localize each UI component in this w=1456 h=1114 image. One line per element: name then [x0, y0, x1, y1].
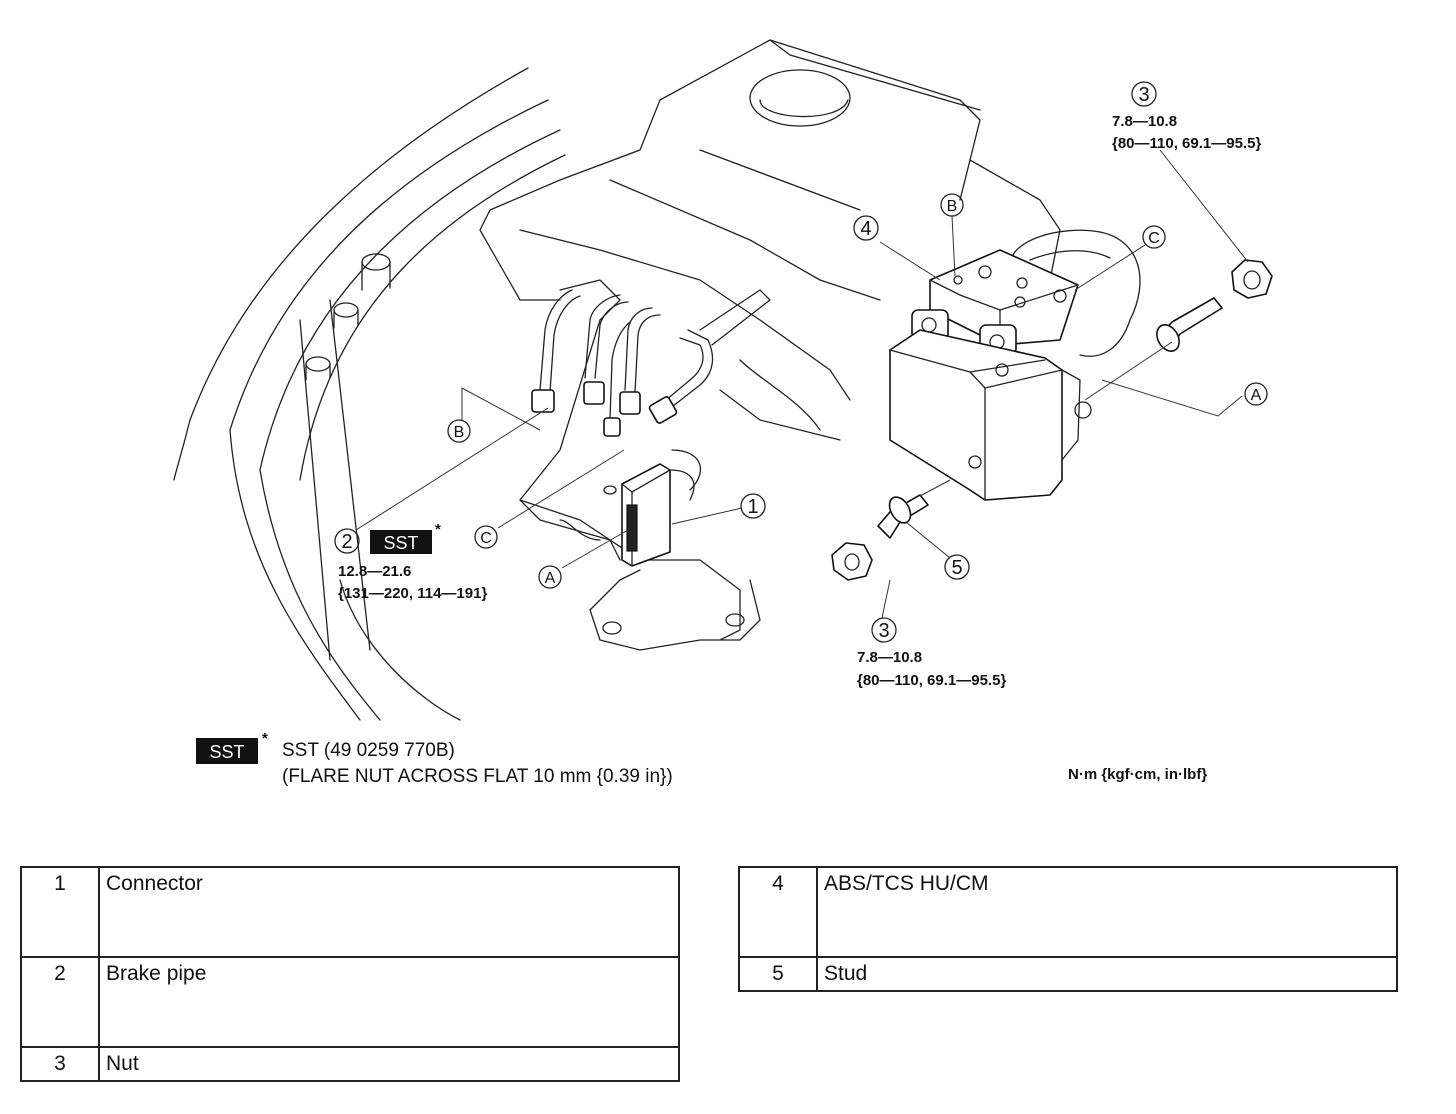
callout-3-bottom: 3: [871, 617, 897, 643]
svg-text:C: C: [480, 530, 492, 547]
svg-text:4: 4: [860, 218, 871, 240]
callout-4: 4: [853, 215, 879, 241]
svg-text:1: 1: [747, 496, 758, 518]
callout-a-left: A: [538, 565, 562, 589]
svg-text:7.8—10.8: 7.8—10.8: [1112, 113, 1177, 130]
part-name: ABS/TCS HU/CM: [816, 866, 1398, 958]
svg-text:*: *: [262, 730, 268, 747]
svg-text:SST: SST: [383, 533, 418, 553]
svg-text:3: 3: [1138, 84, 1149, 106]
part-name: Brake pipe: [98, 956, 680, 1048]
svg-text:{80—110, 69.1—95.5}: {80—110, 69.1—95.5}: [1112, 135, 1261, 152]
torque-units-label: N·m {kgf·cm, in·lbf}: [1068, 766, 1207, 783]
svg-text:5: 5: [951, 557, 962, 579]
part-number: 1: [20, 866, 100, 958]
svg-text:7.8—10.8: 7.8—10.8: [857, 649, 922, 666]
svg-text:SST (49 0259 770B): SST (49 0259 770B): [282, 740, 455, 761]
callout-b-right: B: [940, 193, 964, 217]
part-name: Connector: [98, 866, 680, 958]
part-number: 2: [20, 956, 100, 1048]
callout-5: 5: [944, 554, 970, 580]
svg-text:2: 2: [341, 531, 352, 553]
svg-text:A: A: [545, 570, 556, 587]
engine-bay-outline: [173, 39, 1061, 721]
svg-text:*: *: [435, 521, 441, 538]
svg-text:B: B: [947, 198, 958, 215]
sst-badge-pipe: SST *: [370, 521, 441, 554]
torque-label-nut-top: 7.8—10.8 {80—110, 69.1—95.5}: [1112, 113, 1261, 152]
parts-legend-left: 1 Connector 2 Brake pipe 3 Nut: [20, 866, 680, 1082]
callout-a-right: A: [1244, 382, 1268, 406]
svg-text:A: A: [1251, 387, 1262, 404]
svg-text:C: C: [1148, 230, 1160, 247]
torque-label-nut-bottom: 7.8—10.8 {80—110, 69.1—95.5}: [857, 649, 1006, 689]
part-name: Stud: [816, 956, 1398, 992]
table-row: 3 Nut: [20, 1046, 680, 1082]
callout-c-left: C: [474, 525, 498, 549]
hu-bracket-assembly: [519, 279, 761, 651]
leader-lines: [355, 149, 1249, 619]
torque-label-brake-pipe: 12.8—21.6 {131—220, 114—191}: [338, 563, 487, 602]
table-row: 4 ABS/TCS HU/CM: [738, 866, 1398, 958]
callout-3-top: 3: [1131, 81, 1157, 107]
svg-text:12.8—21.6: 12.8—21.6: [338, 563, 411, 580]
svg-text:B: B: [454, 424, 465, 441]
part-number: 4: [738, 866, 818, 958]
abs-hu-cm-unit: [889, 229, 1141, 501]
svg-text:{131—220, 114—191}: {131—220, 114—191}: [338, 585, 487, 602]
part-number: 5: [738, 956, 818, 992]
callout-c-right: C: [1142, 225, 1166, 249]
table-row: 5 Stud: [738, 956, 1398, 992]
svg-text:3: 3: [878, 620, 889, 642]
callout-b-left: B: [447, 419, 471, 443]
svg-text:{80—110, 69.1—95.5}: {80—110, 69.1—95.5}: [857, 672, 1006, 689]
fasteners: [831, 259, 1273, 581]
callout-2: 2: [334, 528, 360, 554]
part-number: 3: [20, 1046, 100, 1082]
part-name: Nut: [98, 1046, 680, 1082]
svg-text:SST: SST: [209, 742, 244, 762]
table-row: 1 Connector: [20, 866, 680, 958]
callout-1: 1: [740, 493, 766, 519]
svg-text:(FLARE NUT ACROSS FLAT 10 mm {: (FLARE NUT ACROSS FLAT 10 mm {0.39 in}): [282, 766, 673, 787]
parts-legend-right: 4 ABS/TCS HU/CM 5 Stud: [738, 866, 1398, 992]
table-row: 2 Brake pipe: [20, 956, 680, 1048]
sst-note: SST * SST (49 0259 770B) (FLARE NUT ACRO…: [196, 730, 673, 787]
